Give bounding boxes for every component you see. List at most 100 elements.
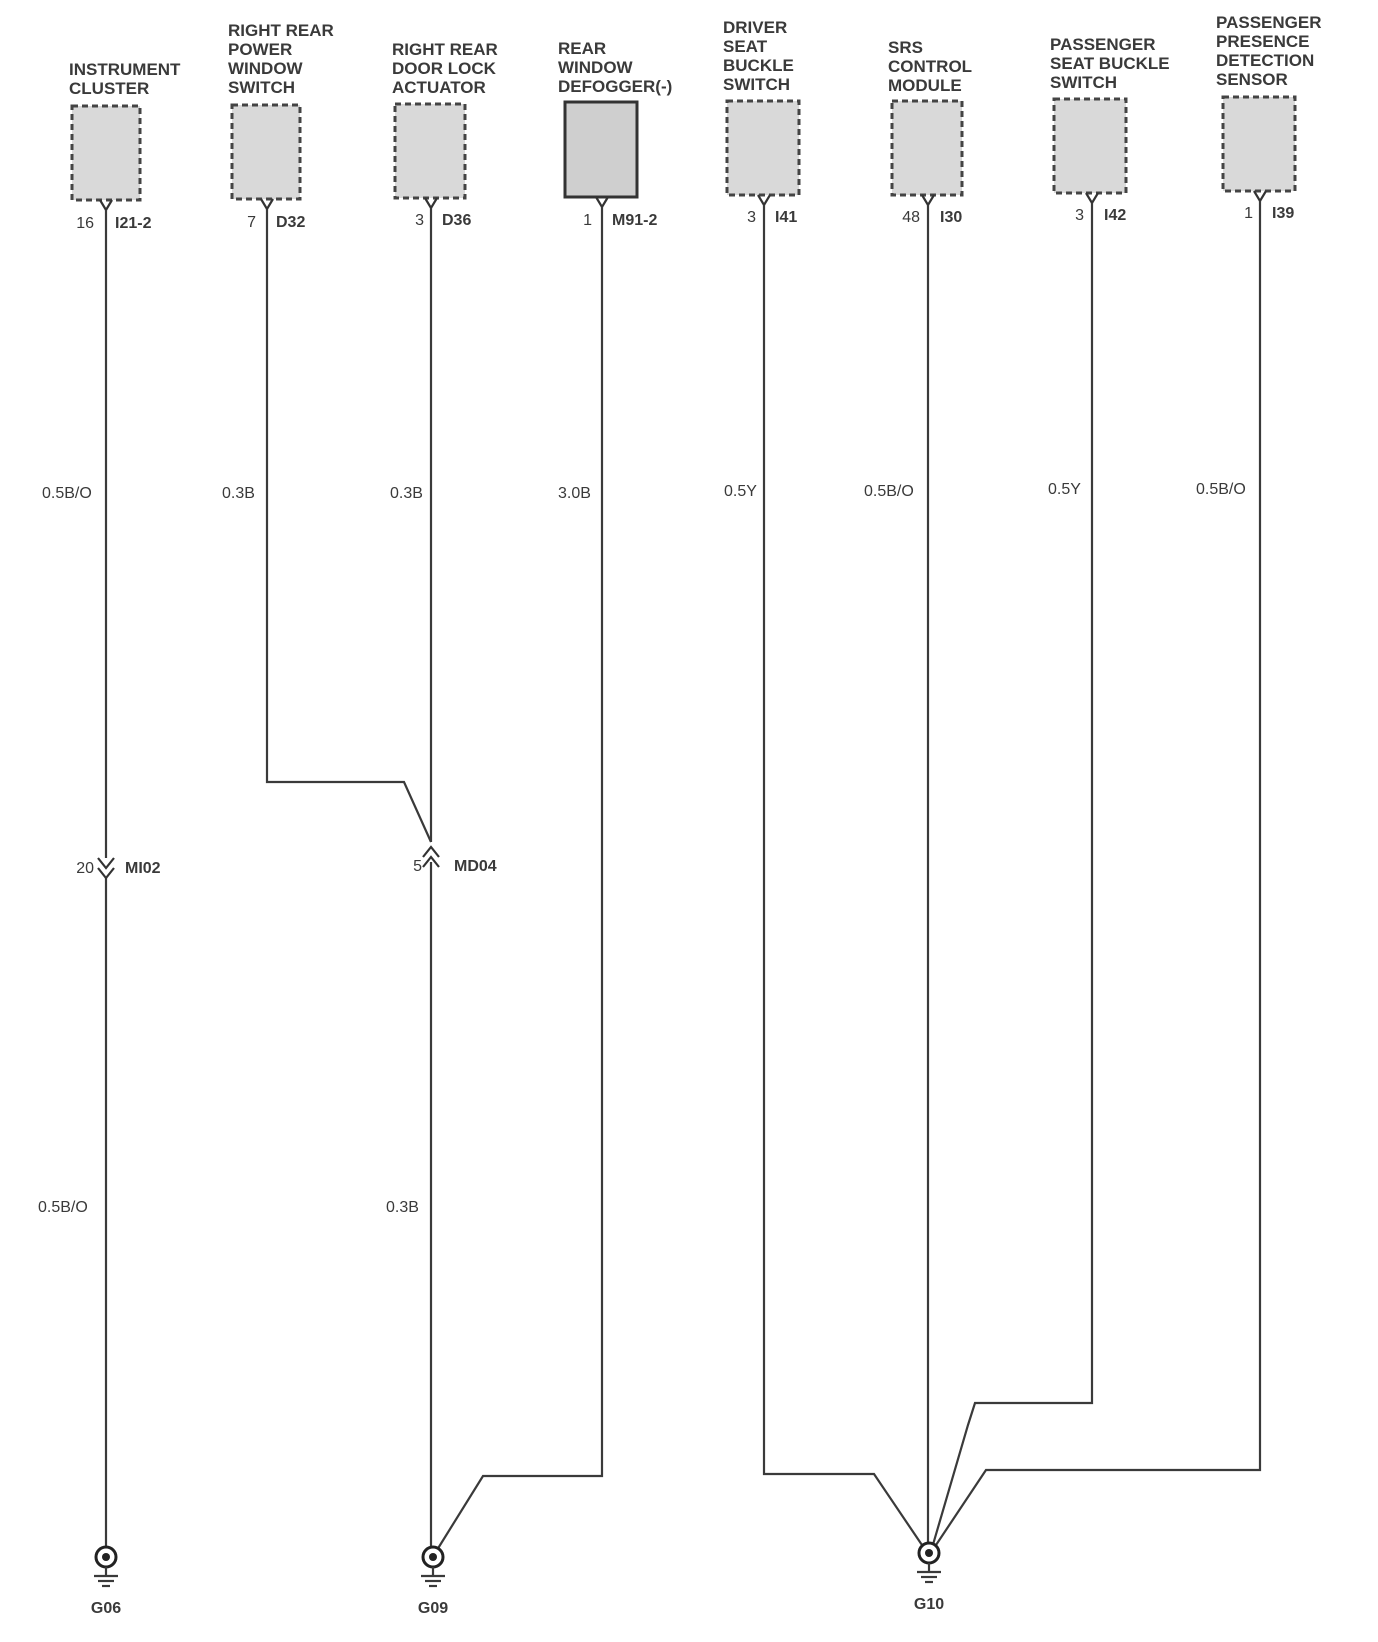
component-passenger-seat-buckle-switch: PASSENGER SEAT BUCKLE SWITCH 3 I42 bbox=[1050, 35, 1170, 224]
component-label: DOOR LOCK bbox=[392, 59, 497, 78]
inline-connector-md04: 5 MD04 bbox=[413, 845, 497, 875]
component-label: SENSOR bbox=[1216, 70, 1288, 89]
component-label: SWITCH bbox=[1050, 73, 1117, 92]
ground-terminal-dot bbox=[429, 1553, 437, 1561]
component-box bbox=[70, 104, 142, 202]
ground-g10: G10 bbox=[914, 1541, 944, 1613]
component-driver-seat-buckle-switch: DRIVER SEAT BUCKLE SWITCH 3 I41 bbox=[723, 18, 801, 226]
component-label: RIGHT REAR bbox=[228, 21, 334, 40]
component-label: DEFOGGER(-) bbox=[558, 77, 672, 96]
connector-id: MD04 bbox=[454, 858, 497, 875]
wire-spec-label: 0.3B bbox=[390, 485, 423, 502]
component-label: RIGHT REAR bbox=[392, 40, 498, 59]
pin-number: 3 bbox=[415, 212, 424, 229]
wire-srs-control-module: 0.5B/O bbox=[864, 205, 930, 1546]
component-label: SWITCH bbox=[228, 78, 295, 97]
wire-spec-label: 0.5B/O bbox=[1196, 481, 1246, 498]
wire-driver-seat-buckle-switch: 0.5Y bbox=[724, 205, 925, 1549]
component-label: DETECTION bbox=[1216, 51, 1314, 70]
component-label: CLUSTER bbox=[69, 79, 149, 98]
component-box bbox=[563, 100, 639, 199]
pin-number: 1 bbox=[583, 212, 592, 229]
connector-pin-symbol bbox=[422, 845, 440, 858]
component-box bbox=[230, 103, 302, 201]
wire-segment bbox=[265, 209, 433, 843]
component-rear-window-defogger: REAR WINDOW DEFOGGER(-) 1 M91-2 bbox=[558, 39, 672, 229]
wire-segment bbox=[930, 203, 1094, 1549]
wire-spec-label: 0.5B/O bbox=[864, 483, 914, 500]
wire-spec-label: 0.5Y bbox=[1048, 481, 1081, 498]
pin-number: 16 bbox=[76, 215, 94, 232]
component-label: PRESENCE bbox=[1216, 32, 1310, 51]
wire-spec-label: 0.3B bbox=[222, 485, 255, 502]
connector-pin-symbol bbox=[424, 197, 438, 211]
connector-id: M91-2 bbox=[612, 212, 657, 229]
inline-connector-mi02: 20 MI02 bbox=[76, 857, 161, 880]
ground-label: G06 bbox=[91, 1600, 121, 1617]
component-box bbox=[890, 99, 964, 197]
wire-segment bbox=[762, 205, 925, 1549]
connector-id: I41 bbox=[775, 209, 797, 226]
component-label: SWITCH bbox=[723, 75, 790, 94]
component-label: SEAT bbox=[723, 37, 768, 56]
wire-segment bbox=[933, 201, 1262, 1549]
pin-number: 5 bbox=[413, 858, 422, 875]
component-label: DRIVER bbox=[723, 18, 787, 37]
component-rr-power-window-switch: RIGHT REAR POWER WINDOW SWITCH 7 D32 bbox=[228, 21, 334, 231]
component-label: REAR bbox=[558, 39, 606, 58]
connector-id: MI02 bbox=[125, 860, 161, 877]
wire-spec-label: 0.5B/O bbox=[42, 485, 92, 502]
component-box bbox=[725, 99, 801, 197]
ground-terminal-dot bbox=[925, 1549, 933, 1557]
component-box bbox=[1052, 97, 1128, 195]
connector-id: D32 bbox=[276, 214, 305, 231]
component-srs-control-module: SRS CONTROL MODULE 48 I30 bbox=[888, 38, 972, 226]
wire-spec-label: 3.0B bbox=[558, 485, 591, 502]
component-box bbox=[1221, 95, 1297, 193]
wire-instrument-cluster: 0.5B/O 0.5B/O bbox=[38, 210, 108, 1548]
component-label: ACTUATOR bbox=[392, 78, 486, 97]
wire-passenger-seat-buckle-switch: 0.5Y bbox=[930, 203, 1094, 1549]
connector-id: I42 bbox=[1104, 207, 1126, 224]
component-label: WINDOW bbox=[228, 59, 304, 78]
connector-id: I21-2 bbox=[115, 215, 152, 232]
connector-pin-symbol bbox=[97, 857, 115, 870]
connector-pin-symbol bbox=[97, 867, 115, 880]
component-instrument-cluster: INSTRUMENT CLUSTER 16 I21-2 bbox=[69, 60, 181, 232]
connector-id: D36 bbox=[442, 212, 471, 229]
component-label: SRS bbox=[888, 38, 923, 57]
component-label: PASSENGER bbox=[1216, 13, 1322, 32]
pin-number: 7 bbox=[247, 214, 256, 231]
ground-terminal-dot bbox=[102, 1553, 110, 1561]
component-box bbox=[393, 102, 467, 200]
ground-g09: G09 bbox=[418, 1545, 448, 1617]
component-label: PASSENGER bbox=[1050, 35, 1156, 54]
ground-label: G09 bbox=[418, 1600, 448, 1617]
component-label: CONTROL bbox=[888, 57, 972, 76]
wire-spec-label: 0.5B/O bbox=[38, 1199, 88, 1216]
component-label: BUCKLE bbox=[723, 56, 794, 75]
wire-segment bbox=[436, 207, 604, 1551]
wire-spec-label: 0.3B bbox=[386, 1199, 419, 1216]
connector-pin-symbol bbox=[422, 855, 440, 868]
component-label: WINDOW bbox=[558, 58, 634, 77]
wire-spec-label: 0.5Y bbox=[724, 483, 757, 500]
pin-number: 1 bbox=[1244, 205, 1253, 222]
component-passenger-presence-detection-sensor: PASSENGER PRESENCE DETECTION SENSOR 1 I3… bbox=[1216, 13, 1322, 222]
pin-number: 3 bbox=[747, 209, 756, 226]
ground-g06: G06 bbox=[91, 1545, 121, 1617]
ground-label: G10 bbox=[914, 1596, 944, 1613]
connector-pin-symbol bbox=[921, 194, 935, 208]
connector-id: I30 bbox=[940, 209, 962, 226]
wire-rr-power-window-switch: 0.3B bbox=[222, 209, 433, 843]
component-label: POWER bbox=[228, 40, 292, 59]
wire-rr-door-lock-actuator: 0.3B 0.3B bbox=[386, 208, 433, 1548]
component-rr-door-lock-actuator: RIGHT REAR DOOR LOCK ACTUATOR 3 D36 bbox=[392, 40, 498, 229]
wire-rear-window-defogger: 3.0B bbox=[436, 207, 604, 1551]
wire-passenger-presence-detection-sensor: 0.5B/O bbox=[933, 201, 1262, 1549]
component-label: SEAT BUCKLE bbox=[1050, 54, 1170, 73]
pin-number: 20 bbox=[76, 860, 94, 877]
component-label: INSTRUMENT bbox=[69, 60, 181, 79]
pin-number: 3 bbox=[1075, 207, 1084, 224]
